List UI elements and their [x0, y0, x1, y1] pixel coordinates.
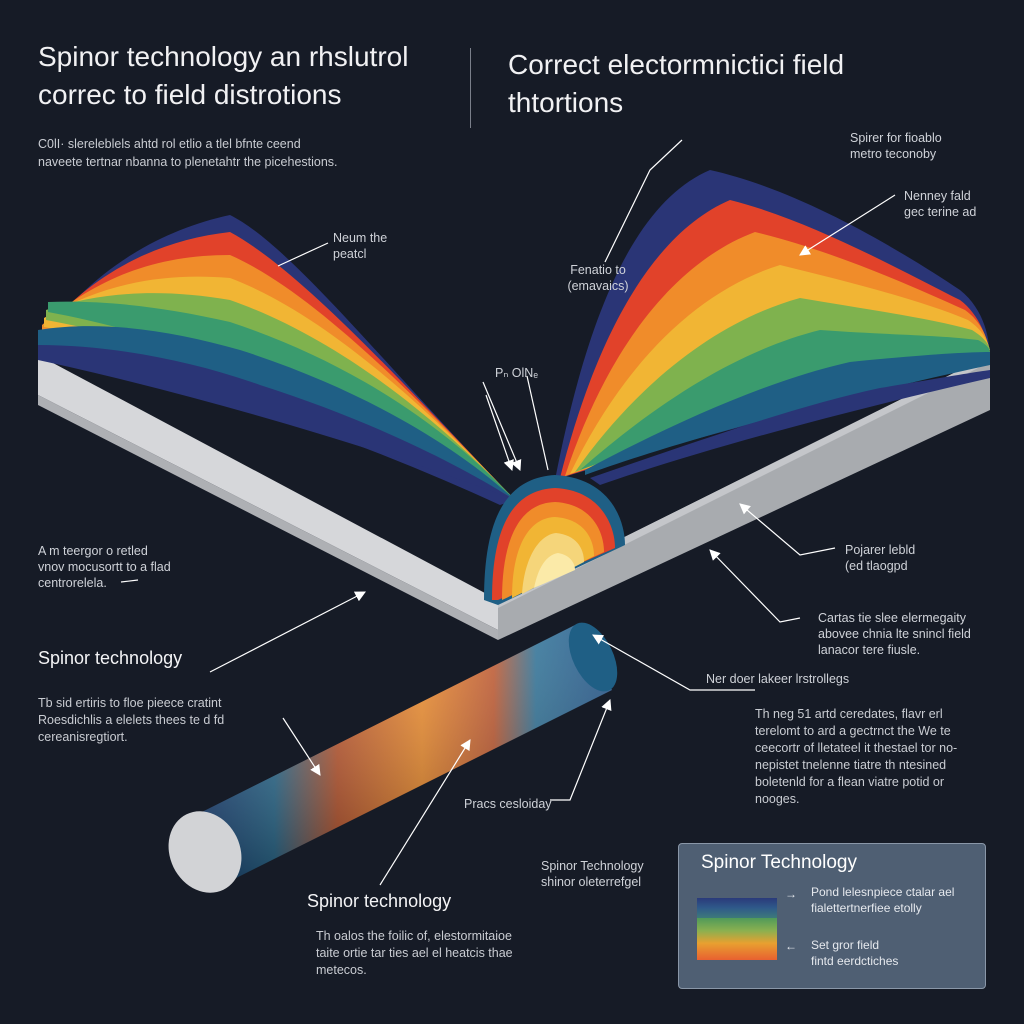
- left-block-heading: Spinor technology: [38, 648, 183, 668]
- bottom-block-heading: Spinor technology: [307, 891, 452, 911]
- legend-arrow-left-icon: ←: [785, 939, 797, 953]
- legend-item-1: Pond lelesnpiece ctalar ael fialettertne…: [811, 885, 955, 915]
- legend-arrow-right-icon: →: [785, 887, 797, 901]
- intro-text: C0lI· slereleblels ahtd rol etlio a tlel…: [38, 137, 338, 169]
- bottom-block-body: Th oalos the foilic of, elestormitaioe t…: [316, 929, 513, 977]
- right-block-body: Th neg 51 artd ceredates, flavr erl tere…: [755, 707, 958, 806]
- label-spinor-for: Spirer for fioablo metro teconoby: [850, 131, 942, 161]
- page-title-right: Correct electormnictici field thtortions: [508, 49, 845, 118]
- page-title-left: Spinor technology an rhslutrol correc to…: [38, 41, 409, 110]
- left-field-bands: [38, 215, 515, 505]
- left-block-body: Tb sid ertiris to floe pieece cratint Ro…: [38, 696, 225, 744]
- label-neum: Neum the peatcl: [333, 231, 388, 261]
- label-ner-doer: Ner doer lakeer lrstrollegs: [706, 672, 850, 686]
- title-divider: [470, 48, 471, 128]
- label-spinor-tech-small: Spinor Technology shinor oleterrefgel: [541, 859, 644, 889]
- legend-swatch-warm: [697, 918, 777, 960]
- legend-box: Spinor Technology → Pond lelesnpiece cta…: [678, 843, 986, 989]
- label-pin: Pₙ OlNₑ: [495, 366, 538, 380]
- right-field-bands: [555, 170, 990, 485]
- legend-item-2: Set gror field fintd eerdctiches: [811, 938, 899, 968]
- legend-title: Spinor Technology: [701, 852, 857, 873]
- legend-swatch-cool: [697, 898, 777, 918]
- center-hemisphere: [484, 475, 625, 605]
- label-nenney: Nenney fald gec terine ad: [904, 189, 977, 219]
- leader-lines: [120, 139, 896, 886]
- label-left-mid: A m teergor o retled vnov mocusortt to a…: [38, 544, 171, 590]
- label-cartas: Cartas tie slee elermegaity abovee chnia…: [818, 611, 971, 657]
- label-pracs: Pracs cesloiday: [464, 797, 552, 811]
- label-pojarer: Pojarer lebld (ed tlaogpd: [845, 543, 916, 573]
- label-fenatio: Fenatio to (emavaics): [567, 263, 629, 293]
- spinor-tube: [168, 622, 618, 893]
- left-slab: [38, 355, 498, 640]
